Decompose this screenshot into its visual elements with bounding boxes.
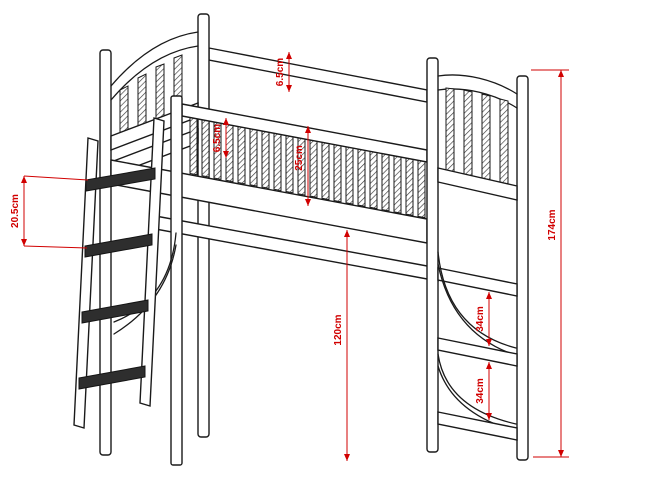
upper-brace-curve bbox=[437, 251, 517, 349]
dim-label-slat-gap: 6.5cm bbox=[212, 124, 223, 152]
footboard bbox=[426, 57, 529, 461]
ladder-rung bbox=[78, 365, 146, 390]
dim-slat-gap: 6.5cm bbox=[212, 118, 229, 158]
dim-label-under-bed-clearance: 120cm bbox=[333, 314, 344, 345]
back-rail-board bbox=[208, 47, 428, 103]
guard-slat bbox=[405, 157, 414, 216]
dim-label-guard-rail-height: 25cm bbox=[294, 145, 305, 171]
ladder-rung bbox=[81, 299, 149, 324]
dim-shelf-gap-upper: 34cm bbox=[475, 292, 492, 346]
lower-brace-curve bbox=[437, 353, 517, 425]
front-support-post bbox=[170, 95, 183, 466]
dim-total-height: 174cm bbox=[531, 69, 569, 458]
upper-brace-curve-inner bbox=[437, 263, 513, 355]
guard-slat bbox=[381, 153, 390, 212]
guard-slat bbox=[333, 144, 342, 203]
footboard-slat bbox=[463, 89, 473, 177]
ladder bbox=[73, 117, 165, 429]
desk-end-rail bbox=[437, 267, 518, 297]
guard-slat bbox=[309, 139, 318, 198]
guard-slat bbox=[417, 159, 426, 219]
guard-slat bbox=[321, 141, 330, 201]
dim-rail-thickness: 6.5cm bbox=[275, 52, 292, 92]
footboard-front-post bbox=[516, 75, 529, 461]
footboard-back-post bbox=[426, 57, 439, 453]
guard-slat bbox=[249, 128, 258, 187]
dimension-annotations: 6.5cm 6.5cm 25cm 20.5cm 120cm 174cm bbox=[10, 52, 569, 461]
headboard-arch-outer bbox=[110, 31, 199, 87]
headboard-slat bbox=[137, 73, 147, 127]
guard-slat bbox=[369, 150, 378, 210]
footboard-slat bbox=[481, 93, 491, 181]
footboard-slat bbox=[499, 98, 509, 185]
dim-label-total-height: 174cm bbox=[547, 209, 558, 240]
guard-slat bbox=[345, 146, 354, 205]
upper-shelf bbox=[437, 337, 518, 367]
lower-shelf bbox=[437, 411, 518, 441]
guard-slat bbox=[357, 148, 366, 207]
bed-platform bbox=[110, 95, 439, 466]
dim-shelf-gap-lower: 34cm bbox=[475, 362, 492, 420]
guard-slat bbox=[201, 119, 210, 178]
dim-label-shelf-gap-upper: 34cm bbox=[475, 306, 486, 332]
back-guard-rail bbox=[208, 47, 428, 103]
footboard-arch-outer bbox=[437, 74, 518, 95]
guard-slat bbox=[237, 126, 246, 185]
dim-extension-line bbox=[23, 245, 88, 249]
footboard-slat bbox=[445, 87, 455, 173]
dim-extension-line bbox=[23, 175, 89, 181]
lower-storage bbox=[437, 251, 518, 441]
guard-slat bbox=[273, 132, 282, 192]
ladder-left-rail bbox=[73, 137, 99, 429]
ladder-rung bbox=[85, 167, 156, 192]
dim-under-bed-clearance: 120cm bbox=[333, 230, 350, 461]
dim-label-rail-thickness: 6.5cm bbox=[275, 58, 286, 86]
headboard-slat bbox=[119, 85, 129, 134]
guard-slat bbox=[189, 117, 198, 176]
footboard-cross-rail bbox=[437, 167, 518, 201]
dim-ladder-rung-spacing: 20.5cm bbox=[10, 175, 89, 249]
dim-label-shelf-gap-lower: 34cm bbox=[475, 378, 486, 404]
guard-slat bbox=[285, 135, 294, 194]
guard-slat bbox=[225, 123, 234, 183]
left-brace-curve bbox=[113, 232, 177, 323]
ladder-rung bbox=[84, 233, 153, 258]
dim-guard-rail-height: 25cm bbox=[294, 126, 311, 206]
guard-slat bbox=[393, 155, 402, 214]
dim-label-ladder-rung-spacing: 20.5cm bbox=[10, 194, 21, 228]
guard-slat bbox=[261, 130, 270, 189]
headboard-slat bbox=[155, 63, 165, 120]
